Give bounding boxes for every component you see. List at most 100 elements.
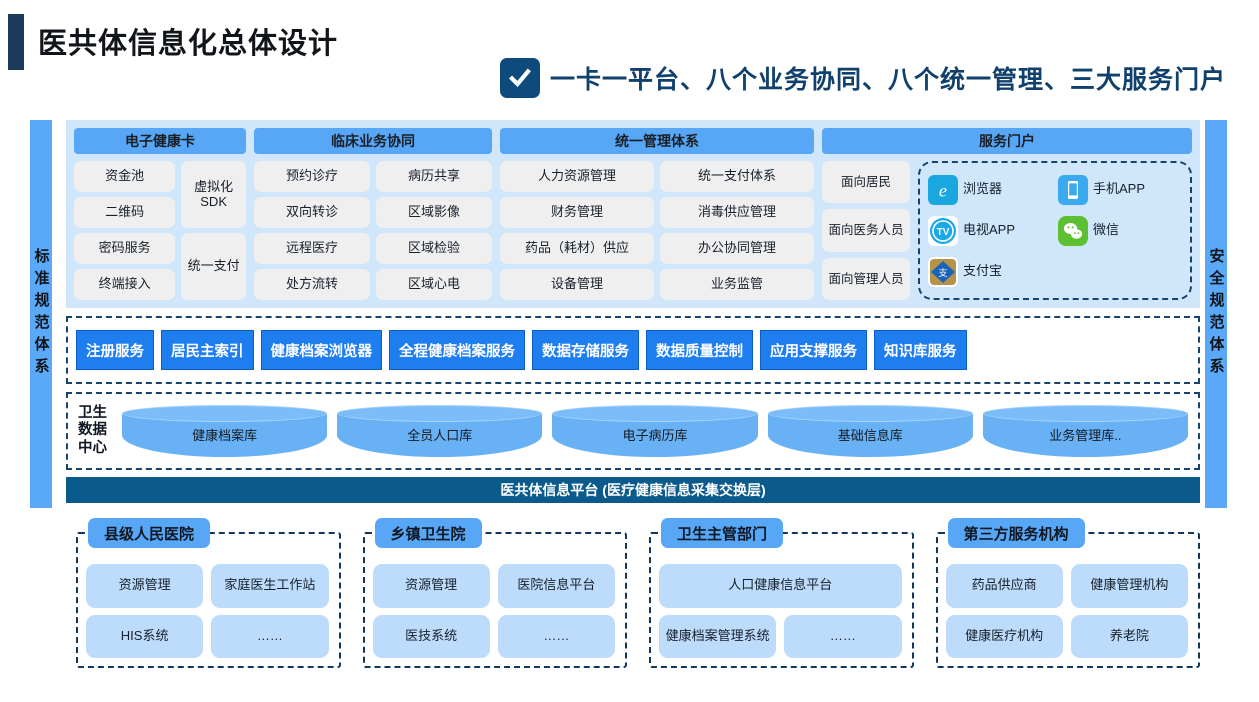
cell-resource-management[interactable]: 资源管理 — [86, 564, 204, 608]
cell-disinfection-supply[interactable]: 消毒供应管理 — [660, 197, 814, 228]
cell-qr-code[interactable]: 二维码 — [74, 197, 176, 228]
cell-health-record-management-system[interactable]: 健康档案管理系统 — [659, 614, 777, 658]
service-application-support[interactable]: 应用支撑服务 — [760, 330, 867, 370]
institution-county-hospital: 县级人民医院 资源管理 家庭医生工作站 HIS系统 …… — [66, 518, 341, 668]
ie-browser-icon: e — [928, 174, 958, 205]
app-tv[interactable]: TV 电视APP — [928, 215, 1052, 246]
institution-county-hospital-title: 县级人民医院 — [88, 518, 211, 548]
cell-prescription-flow[interactable]: 处方流转 — [254, 269, 370, 300]
cylinder-top — [122, 405, 328, 422]
institution-township-clinic-title: 乡镇卫生院 — [374, 518, 482, 548]
cell-drug-supplier[interactable]: 药品供应商 — [945, 564, 1063, 608]
cell-password-service[interactable]: 密码服务 — [74, 233, 176, 264]
institution-third-party: 第三方服务机构 药品供应商 健康管理机构 健康医疗机构 养老院 — [926, 518, 1200, 668]
database-business-management[interactable]: 业务管理库.. — [982, 405, 1189, 457]
cell-appointment[interactable]: 预约诊疗 — [254, 161, 370, 192]
cell-nursing-home[interactable]: 养老院 — [1070, 614, 1188, 658]
institution-health-authority: 卫生主管部门 人口健康信息平台 健康档案管理系统 …… — [639, 518, 914, 668]
database-health-record[interactable]: 健康档案库 — [122, 405, 328, 457]
cylinder-top — [982, 405, 1189, 422]
cell-regional-imaging[interactable]: 区域影像 — [376, 197, 492, 228]
service-knowledge-base[interactable]: 知识库服务 — [874, 330, 967, 370]
platform-services-row: 注册服务 居民主索引 健康档案浏览器 全程健康档案服务 数据存储服务 数据质量控… — [66, 316, 1200, 384]
column-service-portal-title: 服务门户 — [822, 128, 1192, 154]
cell-regional-lab[interactable]: 区域检验 — [376, 233, 492, 264]
app-mobile[interactable]: 手机APP — [1058, 174, 1182, 205]
subtitle-text: 一卡一平台、八个业务协同、八个统一管理、三大服务门户 — [550, 66, 1227, 94]
left-standard-bar: 标准规范体系 — [30, 120, 52, 508]
cell-for-managers[interactable]: 面向管理人员 — [822, 257, 910, 300]
cell-health-management-org[interactable]: 健康管理机构 — [1070, 564, 1188, 608]
app-wechat-label: 微信 — [1093, 222, 1120, 238]
app-mobile-label: 手机APP — [1093, 181, 1146, 197]
institution-township-clinic: 乡镇卫生院 资源管理 医院信息平台 医技系统 …… — [353, 518, 627, 668]
cylinder-top — [552, 405, 758, 422]
cell-business-supervision[interactable]: 业务监管 — [660, 269, 814, 300]
cell-terminal-access[interactable]: 终端接入 — [74, 269, 176, 300]
mobile-phone-icon — [1058, 174, 1088, 205]
svg-text:e: e — [939, 180, 947, 200]
cell-unified-payment-system[interactable]: 统一支付体系 — [660, 161, 814, 192]
cell-more-ellipsis[interactable]: …… — [211, 614, 329, 658]
app-alipay-label: 支付宝 — [963, 263, 1003, 279]
service-full-health-record[interactable]: 全程健康档案服务 — [389, 330, 525, 370]
column-clinical-title: 临床业务协同 — [254, 128, 492, 154]
page-title: 医共体信息化总体设计 — [38, 28, 339, 60]
cell-fund-pool[interactable]: 资金池 — [74, 161, 176, 192]
service-data-storage[interactable]: 数据存储服务 — [532, 330, 639, 370]
svg-text:TV: TV — [937, 227, 950, 238]
column-service-portal: 服务门户 面向居民 面向医务人员 面向管理人员 e — [822, 128, 1192, 300]
data-center-label: 卫生数据中心 — [78, 404, 107, 456]
cell-hr-management[interactable]: 人力资源管理 — [500, 161, 654, 192]
cell-medical-technology-system[interactable]: 医技系统 — [372, 614, 490, 658]
cell-unified-payment[interactable]: 统一支付 — [181, 233, 246, 300]
service-registration[interactable]: 注册服务 — [76, 330, 154, 370]
service-health-record-browser[interactable]: 健康档案浏览器 — [260, 330, 382, 370]
cell-record-sharing[interactable]: 病历共享 — [376, 161, 492, 192]
app-browser[interactable]: e 浏览器 — [928, 174, 1052, 205]
column-unified-management: 统一管理体系 人力资源管理 财务管理 药品（耗材）供应 设备管理 统一支付体系 … — [500, 128, 814, 300]
cell-equipment-management[interactable]: 设备管理 — [500, 269, 654, 300]
cell-family-doctor-workstation[interactable]: 家庭医生工作站 — [211, 564, 329, 608]
service-data-quality-control[interactable]: 数据质量控制 — [646, 330, 753, 370]
institution-third-party-title: 第三方服务机构 — [947, 518, 1085, 548]
app-alipay[interactable]: 支 支付宝 — [928, 256, 1052, 287]
cell-office-collaboration[interactable]: 办公协同管理 — [660, 233, 814, 264]
cell-for-medical-staff[interactable]: 面向医务人员 — [822, 209, 910, 252]
right-security-bar: 安全规范体系 — [1205, 120, 1227, 508]
cell-resource-management[interactable]: 资源管理 — [372, 564, 490, 608]
database-emr[interactable]: 电子病历库 — [552, 405, 758, 457]
cell-drug-supply[interactable]: 药品（耗材）供应 — [500, 233, 654, 264]
app-browser-label: 浏览器 — [963, 181, 1003, 197]
cell-for-residents[interactable]: 面向居民 — [822, 161, 910, 204]
cell-health-medical-org[interactable]: 健康医疗机构 — [945, 614, 1063, 658]
cell-telemedicine[interactable]: 远程医疗 — [254, 233, 370, 264]
cell-regional-ecg[interactable]: 区域心电 — [376, 269, 492, 300]
database-emr-label: 电子病历库 — [622, 428, 688, 443]
cell-more-ellipsis[interactable]: …… — [784, 614, 902, 658]
database-population[interactable]: 全员人口库 — [337, 405, 543, 457]
institution-border — [362, 532, 627, 668]
column-health-card-title: 电子健康卡 — [74, 128, 246, 154]
cell-more-ellipsis[interactable]: …… — [497, 614, 615, 658]
alipay-icon: 支 — [928, 256, 958, 287]
cell-his-system[interactable]: HIS系统 — [86, 614, 204, 658]
app-wechat[interactable]: 微信 — [1058, 215, 1182, 246]
check-icon — [500, 58, 540, 98]
wechat-icon — [1058, 215, 1088, 246]
subtitle-group: 一卡一平台、八个业务协同、八个统一管理、三大服务门户 — [500, 58, 1226, 98]
cell-virtualization-sdk[interactable]: 虚拟化 SDK — [181, 161, 246, 228]
health-data-center-row: 卫生数据中心 健康档案库 全员人口库 电子病历库 基础信息库 业务管理库.. — [66, 392, 1200, 470]
portal-apps-group: e 浏览器 手机APP — [918, 161, 1192, 300]
cell-finance-management[interactable]: 财务管理 — [500, 197, 654, 228]
database-population-label: 全员人口库 — [407, 428, 473, 443]
service-resident-master-index[interactable]: 居民主索引 — [161, 330, 254, 370]
database-business-management-label: 业务管理库.. — [1049, 428, 1122, 443]
app-tv-label: 电视APP — [963, 222, 1016, 238]
title-accent-bar — [8, 14, 24, 70]
cell-hospital-info-platform[interactable]: 医院信息平台 — [497, 564, 615, 608]
cell-two-way-referral[interactable]: 双向转诊 — [254, 197, 370, 228]
database-basic-info[interactable]: 基础信息库 — [767, 405, 973, 457]
cell-population-health-platform[interactable]: 人口健康信息平台 — [659, 564, 902, 608]
